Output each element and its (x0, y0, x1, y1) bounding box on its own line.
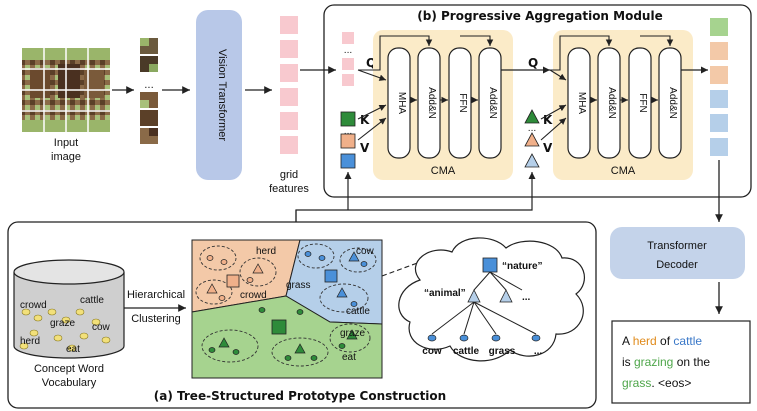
zoom-connector (381, 261, 421, 277)
vocab-word-eat: eat (66, 344, 80, 355)
pam-output-stack (710, 18, 728, 156)
pam-query-stack: ... (342, 32, 354, 86)
input-image (22, 48, 110, 132)
cma-1-sublayers (387, 47, 502, 159)
tree-root-label: “nature” (502, 261, 543, 272)
svg-text:...: ... (528, 124, 537, 134)
cma2-addn-2: Add&N (667, 87, 678, 119)
prototype-feed-lines (295, 172, 536, 222)
tree-cloud (398, 237, 585, 362)
decoder-label-2: Decoder (656, 259, 698, 271)
cma1-ffn: FFN (457, 93, 468, 112)
vocab-word-crowd: crowd (20, 300, 47, 311)
clustering-label-1: Hierarchical (127, 289, 185, 301)
vit-label: Vision Transformer (216, 49, 228, 141)
vocabulary-cylinder (13, 259, 125, 359)
q-label-1: Q (366, 56, 376, 70)
blue-triangle-icon (524, 153, 540, 168)
tree-triangle-icon (499, 289, 513, 303)
vocab-word-cow: cow (92, 322, 111, 333)
cma2-mha: MHA (576, 92, 587, 115)
clustering-label-2: Clustering (131, 313, 181, 325)
pam-title: (b) Progressive Aggregation Module (417, 9, 662, 23)
cma1-addn-1: Add&N (426, 87, 437, 119)
leaf-grass: grass (489, 346, 516, 357)
k-label-1: K (360, 113, 370, 127)
grid-label-2: features (269, 183, 309, 195)
input-label-2: image (51, 151, 81, 163)
grid-features (280, 16, 298, 154)
orange-square-icon (340, 133, 356, 149)
tspc-container (7, 221, 597, 409)
cluster-word-herd: herd (256, 246, 276, 257)
tree-leaf-nodes (427, 334, 541, 342)
blue-square-icon (340, 153, 356, 169)
tree-root-square-icon (482, 257, 498, 273)
green-triangle-icon (524, 109, 540, 124)
caption-line-2: is grazing on the (622, 355, 710, 369)
cluster-word-eat: eat (342, 352, 356, 363)
vocab-word-cattle: cattle (80, 295, 104, 306)
caption-line-1: A herd of cattle (622, 334, 702, 348)
vocab-label-1: Concept Word (34, 363, 104, 375)
tspc-title: (a) Tree-Structured Prototype Constructi… (154, 389, 446, 403)
svg-text:...: ... (144, 80, 154, 91)
pam-container (323, 4, 752, 198)
leaf-cattle: cattle (453, 346, 480, 357)
vocab-label-2: Vocabulary (42, 377, 97, 389)
vision-transformer-block (196, 10, 242, 180)
tree-mid-triangle-icon (467, 289, 481, 303)
grid-label-1: grid (280, 169, 298, 181)
caption-line-3: grass. <eos> (622, 376, 691, 390)
green-square-icon (340, 111, 356, 127)
cma-label-2: CMA (611, 165, 636, 177)
cluster-word-cattle: cattle (346, 306, 370, 317)
q-label-2: Q (528, 56, 538, 70)
v-label-1: V (360, 141, 370, 155)
svg-text:...: ... (344, 46, 353, 56)
leaf-cow: cow (422, 346, 442, 357)
cma1-mha: MHA (396, 92, 407, 115)
cluster-word-crowd: crowd (240, 290, 267, 301)
decoder-label-1: Transformer (647, 240, 707, 252)
cma2-ffn: FFN (637, 93, 648, 112)
k-label-2: K (543, 113, 553, 127)
orange-triangle-icon (524, 132, 540, 147)
cma-label-1: CMA (431, 165, 456, 177)
cma-2-sublayers (567, 47, 682, 159)
cluster-map (191, 239, 383, 379)
svg-text:...: ... (344, 127, 353, 137)
cma1-addn-2: Add&N (487, 87, 498, 119)
caption-box (611, 320, 751, 404)
input-label-1: Input (54, 137, 78, 149)
transformer-decoder-block (610, 227, 745, 279)
cma1-connections (357, 35, 494, 141)
vocab-word-graze: graze (50, 318, 75, 329)
cma2-connections (540, 35, 674, 141)
cma2-addn-1: Add&N (606, 87, 617, 119)
tree-dots-label: ... (522, 292, 531, 303)
tree-edges (431, 271, 537, 335)
cluster-word-grass: grass (286, 280, 310, 291)
tree-mid-label: “animal” (424, 288, 466, 299)
vocab-word-herd: herd (20, 336, 40, 347)
leaf-dots: ... (534, 346, 543, 357)
image-patches: ... (140, 38, 158, 144)
v-label-2: V (543, 141, 553, 155)
cluster-word-graze: graze (340, 328, 365, 339)
cluster-word-cow: cow (356, 246, 375, 257)
